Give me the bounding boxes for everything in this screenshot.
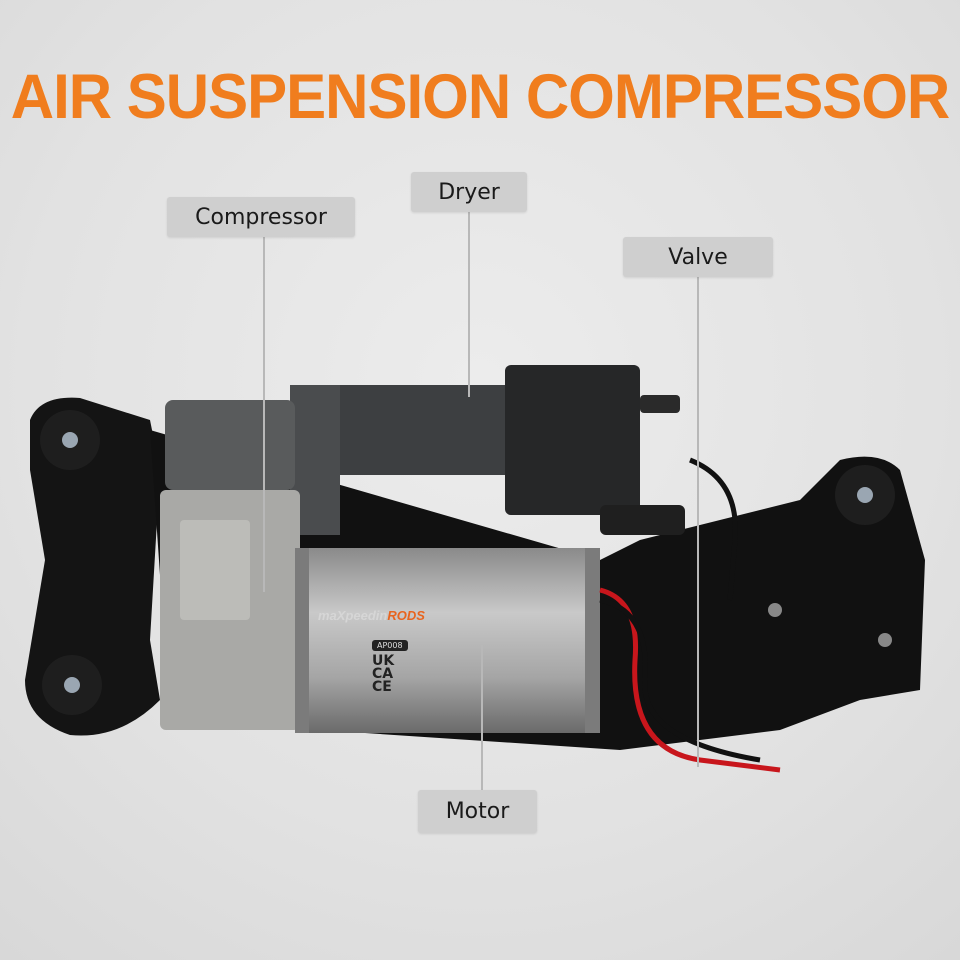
label-dryer: Dryer	[411, 172, 527, 212]
dryer-cylinder	[330, 385, 520, 475]
callout-line-valve	[697, 277, 699, 767]
mounting-bracket	[25, 397, 160, 736]
valve-block	[505, 365, 640, 515]
callout-line-dryer	[468, 212, 470, 397]
compressor-head	[165, 400, 295, 490]
label-compressor: Compressor	[167, 197, 355, 237]
motor-cylinder	[295, 548, 600, 733]
callout-line-compressor	[263, 237, 265, 592]
part-code: AP008	[372, 640, 408, 651]
brand-logo: maXpeedinRODS	[318, 608, 425, 623]
callout-line-motor	[481, 645, 483, 790]
label-valve: Valve	[623, 237, 773, 277]
label-motor: Motor	[418, 790, 537, 833]
wire	[599, 597, 761, 763]
page-title: AIR SUSPENSION COMPRESSOR	[10, 61, 951, 132]
wire	[599, 587, 781, 773]
cert-marks: UK CA CE	[372, 653, 395, 695]
